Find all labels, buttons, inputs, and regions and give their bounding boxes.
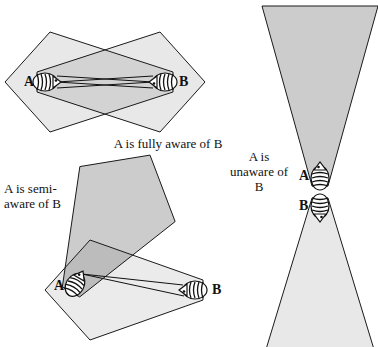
- vision-field: [45, 240, 203, 340]
- vision-field: [5, 32, 173, 132]
- sight-line: [57, 76, 153, 82]
- vision-field: [262, 6, 378, 186]
- fish-label: B: [299, 198, 308, 214]
- caption-text: A is semi-aware of B: [4, 182, 70, 212]
- sight-line: [57, 82, 153, 88]
- fish-label: A: [24, 74, 34, 90]
- fish-icon: [33, 73, 61, 91]
- caption-text: A is unaware of B: [226, 150, 292, 195]
- fish-icon: [61, 267, 91, 300]
- sight-line: [57, 82, 153, 88]
- sight-line: [82, 274, 184, 296]
- fish-label: A: [299, 168, 309, 184]
- caption-text: A is fully aware of B: [113, 137, 223, 152]
- fish-icon: [149, 73, 177, 91]
- fish-icon: [311, 162, 329, 190]
- fish-label: A: [54, 278, 64, 294]
- vision-field: [264, 198, 376, 347]
- fish-label: B: [179, 74, 188, 90]
- fish-label: B: [212, 282, 221, 298]
- fish-icon: [179, 281, 207, 299]
- sight-line: [82, 274, 183, 285]
- sight-line: [57, 76, 153, 82]
- fish-icon: [311, 194, 329, 222]
